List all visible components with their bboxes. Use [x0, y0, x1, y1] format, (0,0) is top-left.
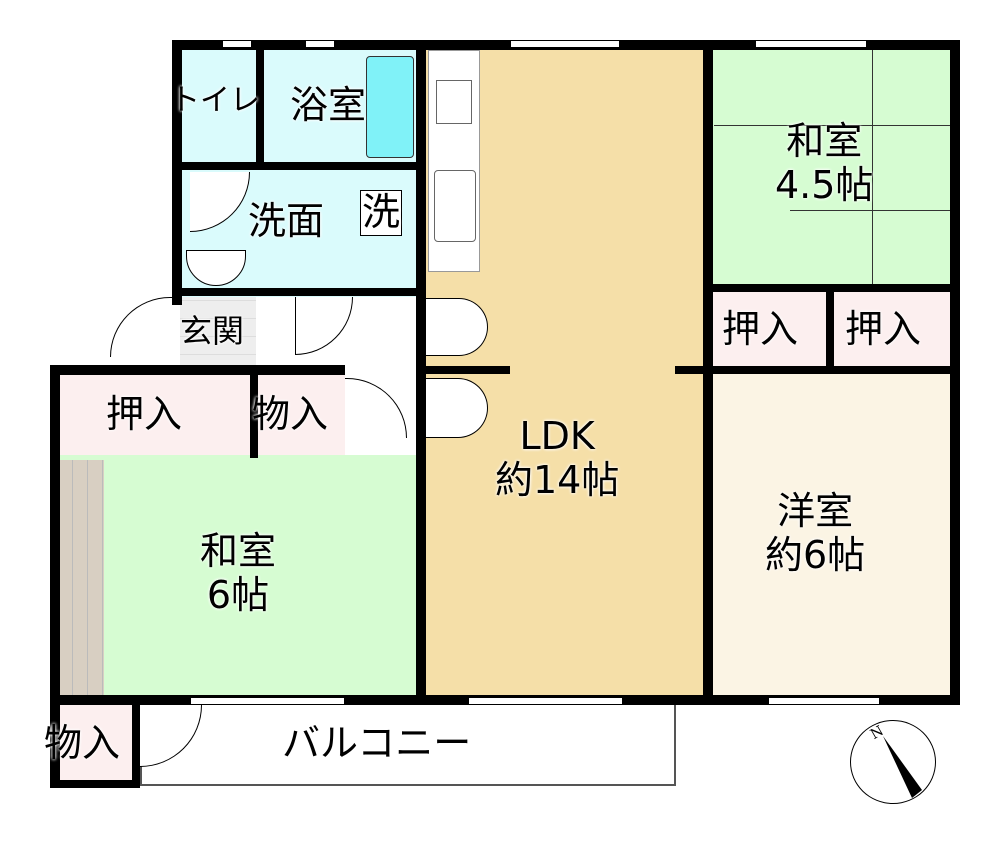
storage-hall [252, 370, 345, 457]
washitsu-45-room [708, 40, 960, 292]
closet-right-2 [830, 290, 960, 372]
closet-left-label: 押入 [106, 392, 183, 436]
balcony [140, 700, 676, 786]
youshitsu-room [708, 370, 960, 702]
door [426, 298, 488, 356]
toilet-room [172, 40, 264, 172]
toilet-label: トイレ [170, 83, 260, 118]
balcony-label: バルコニー [282, 721, 472, 765]
stove-icon [436, 80, 472, 124]
bathtub [366, 56, 414, 158]
door [295, 297, 353, 355]
compass-icon: N [850, 720, 936, 804]
entrance-tile [180, 297, 256, 373]
closet-left [50, 370, 252, 457]
sink-icon [434, 170, 476, 242]
storage-balcony [50, 700, 140, 785]
storage-hall-label: 物入 [252, 392, 329, 436]
washroom-label: 洗面 [248, 199, 325, 243]
closet-right-2-label: 押入 [845, 307, 922, 351]
youshitsu-label: 洋室約6帖 [765, 489, 866, 577]
tatami-lines [714, 125, 954, 126]
closet-right-1 [708, 290, 832, 372]
tokonoma [58, 460, 104, 698]
closet-right-1-label: 押入 [722, 307, 799, 351]
entrance-label: 玄関 [180, 312, 245, 350]
door [426, 378, 488, 438]
compass-needle-icon [883, 736, 922, 798]
door [110, 297, 172, 357]
storage-balcony-label: 物入 [44, 721, 121, 765]
washitsu-6-room [50, 455, 422, 702]
door [345, 378, 407, 438]
washer-label: 洗 [360, 190, 403, 236]
tatami-lines [872, 50, 873, 285]
tatami-lines [790, 210, 955, 211]
bath-label: 浴室 [290, 83, 367, 127]
